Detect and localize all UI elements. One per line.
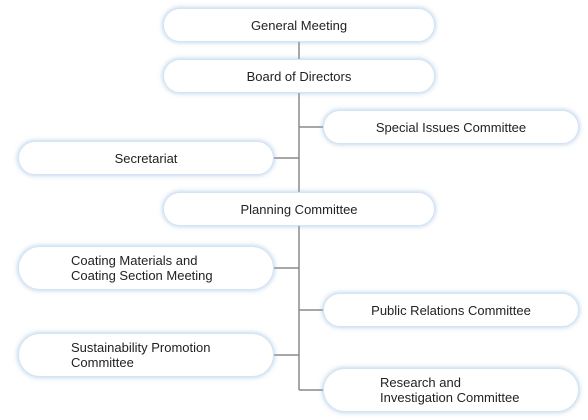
node-label: Board of Directors (246, 68, 352, 84)
node-label: Coating Materials and Coating Section Me… (71, 253, 213, 283)
node-special-issues-committee: Special Issues Committee (323, 110, 579, 144)
node-label: General Meeting (250, 17, 348, 33)
node-label: Secretariat (114, 150, 178, 166)
node-research-committee: Research and Investigation Committee (323, 368, 579, 412)
node-general-meeting: General Meeting (163, 8, 435, 42)
node-label: Special Issues Committee (375, 119, 527, 135)
node-planning-committee: Planning Committee (163, 192, 435, 226)
node-public-relations-committee: Public Relations Committee (323, 293, 579, 327)
node-label: Public Relations Committee (371, 302, 531, 318)
node-secretariat: Secretariat (18, 141, 274, 175)
node-coating-materials-meeting: Coating Materials and Coating Section Me… (18, 246, 274, 290)
node-label: Planning Committee (240, 201, 358, 217)
node-board-of-directors: Board of Directors (163, 59, 435, 93)
node-label: Research and Investigation Committee (380, 375, 520, 405)
node-sustainability-committee: Sustainability Promotion Committee (18, 333, 274, 377)
node-label: Sustainability Promotion Committee (71, 340, 211, 370)
